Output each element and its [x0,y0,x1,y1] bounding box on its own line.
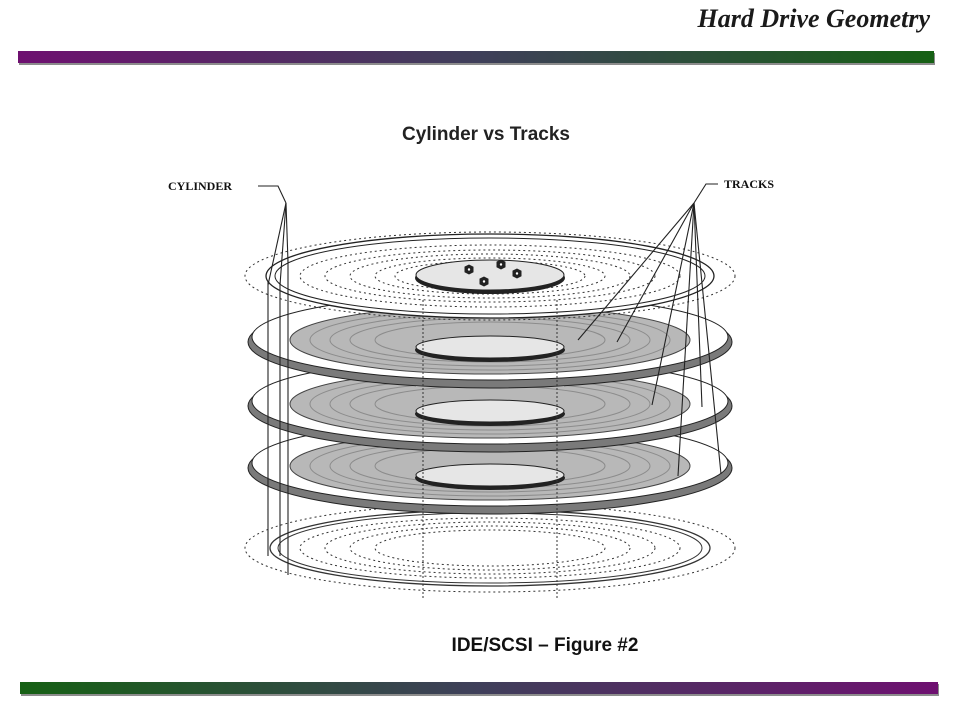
tracks-label: TRACKS [724,177,774,191]
cylinder-outline-lines [267,260,289,575]
cylinder-label: CYLINDER [168,179,232,193]
bottom-divider-bar [20,682,938,694]
diagram-title: Cylinder vs Tracks [402,124,570,145]
cylinder-spindle-lines [422,300,558,598]
cylinder-callout: CYLINDER [168,179,289,286]
bottom-ghost-platter [244,503,736,593]
figure-caption: IDE/SCSI – Figure #2 [451,635,639,656]
spindle-cap [415,259,565,294]
top-divider-bar [18,51,934,63]
tracks-callout: TRACKS [577,177,774,477]
slide-title: Hard Drive Geometry [697,4,930,33]
